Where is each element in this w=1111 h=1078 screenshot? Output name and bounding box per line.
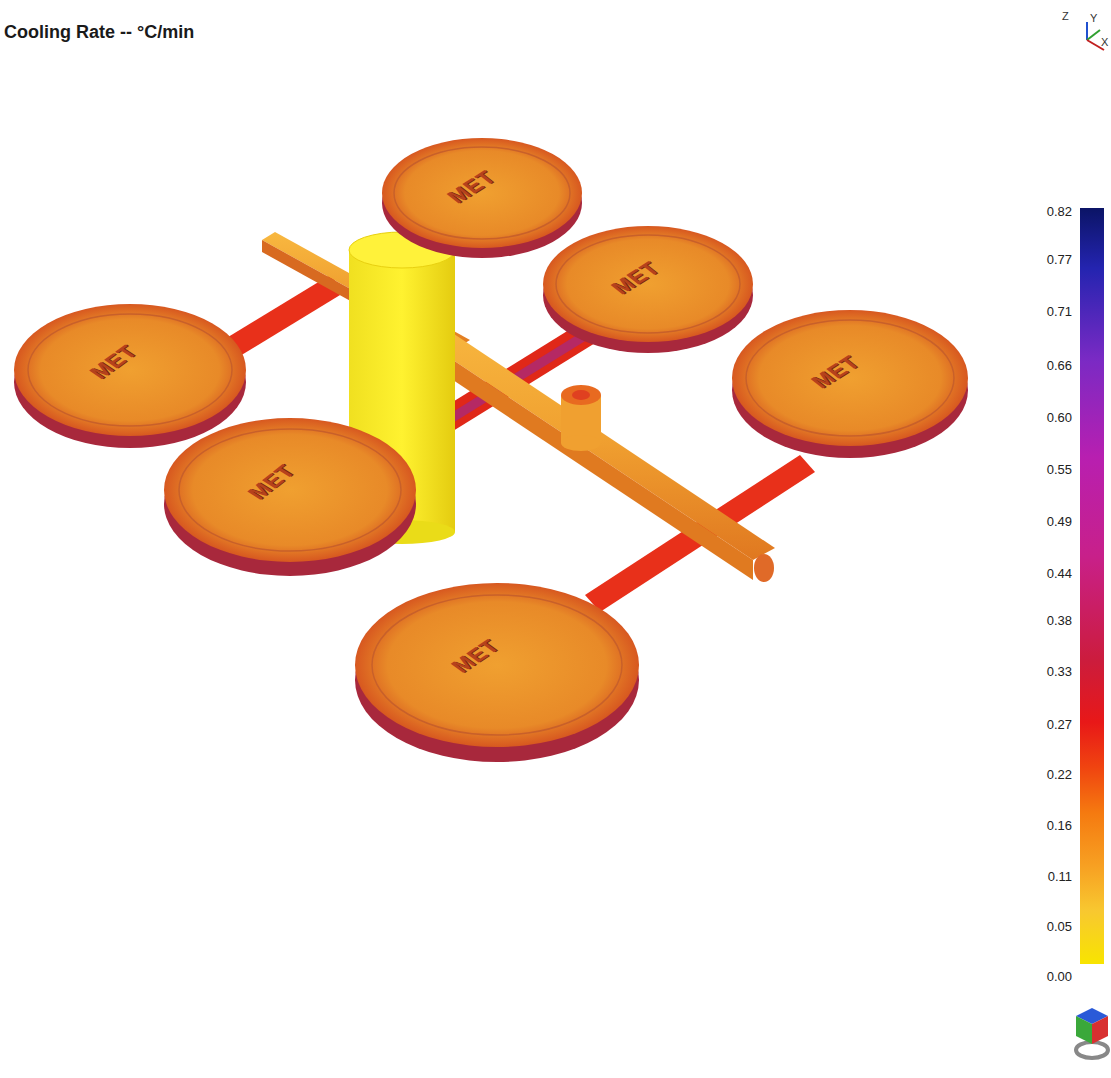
scale-tick: 0.77 (1032, 252, 1072, 267)
chart-title: Cooling Rate -- °C/min (4, 22, 194, 43)
scale-tick: 0.44 (1032, 566, 1072, 581)
scale-tick: 0.11 (1032, 869, 1072, 884)
riser (561, 385, 601, 451)
view-cube (1076, 1008, 1108, 1058)
scale-tick: 0.27 (1032, 717, 1072, 732)
scale-tick: 0.38 (1032, 613, 1072, 628)
scale-tick: 0.66 (1032, 358, 1072, 373)
scale-tick: 0.22 (1032, 767, 1072, 782)
scale-tick: 0.33 (1032, 664, 1072, 679)
axis-label: Z (1062, 10, 1069, 22)
coin-castings (14, 138, 968, 762)
scale-tick: 0.05 (1032, 919, 1072, 934)
scale-tick: 0.00 (1032, 969, 1072, 984)
scale-tick: 0.16 (1032, 818, 1072, 833)
axis-label: Y (1090, 12, 1097, 24)
scale-tick: 0.82 (1032, 204, 1072, 219)
axis-label: X (1101, 36, 1108, 48)
scale-tick: 0.55 (1032, 462, 1072, 477)
scale-tick: 0.60 (1032, 410, 1072, 425)
scale-tick: 0.71 (1032, 304, 1072, 319)
scale-tick: 0.49 (1032, 514, 1072, 529)
color-scale (1080, 208, 1104, 964)
